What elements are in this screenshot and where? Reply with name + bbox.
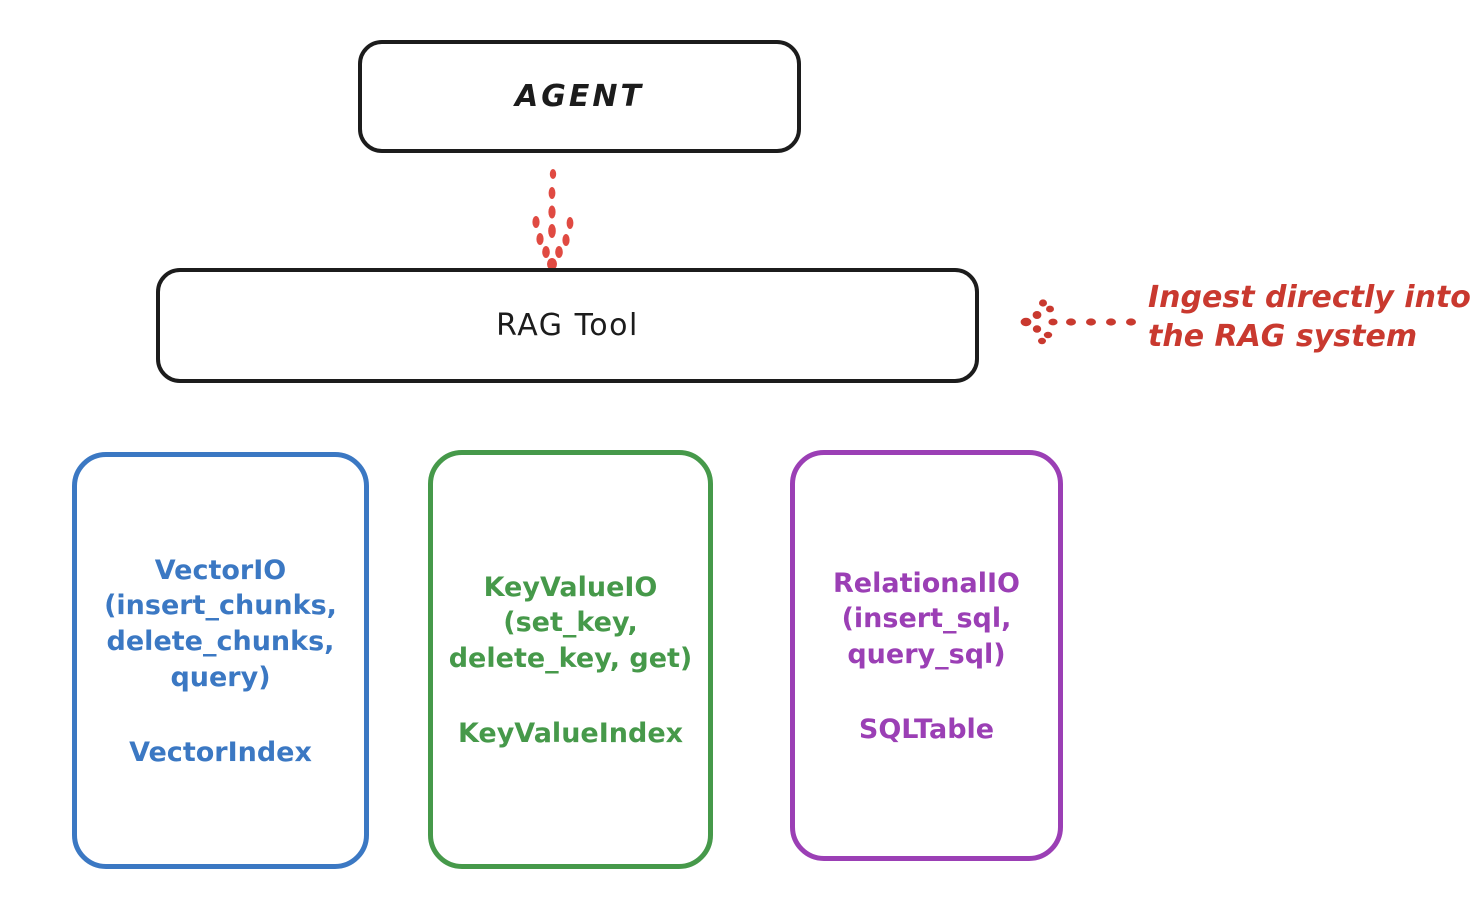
node-key-value-io-label: KeyValueIO (set_key, delete_key, get) bbox=[448, 571, 693, 674]
node-agent[interactable]: AGENT bbox=[358, 40, 801, 153]
arrow-agent-to-rag-tool bbox=[532, 169, 574, 270]
arrow-ingest-to-rag-tool bbox=[1020, 299, 1136, 345]
annotation-ingest: Ingest directly into the RAG system bbox=[1148, 280, 1471, 354]
node-relational-io-label: RelationalIO (insert_sql, query_sql) bbox=[833, 567, 1020, 670]
node-vector-io[interactable]: VectorIO (insert_chunks, delete_chunks, … bbox=[72, 452, 369, 869]
node-agent-label: AGENT bbox=[515, 79, 644, 114]
node-relational-io[interactable]: RelationalIO (insert_sql, query_sql) SQL… bbox=[790, 450, 1063, 861]
node-key-value-io-sublabel: KeyValueIndex bbox=[457, 718, 684, 750]
node-relational-io-sublabel: SQLTable bbox=[858, 714, 995, 746]
node-key-value-io[interactable]: KeyValueIO (set_key, delete_key, get) Ke… bbox=[428, 450, 713, 869]
node-rag-tool[interactable]: RAG Tool bbox=[156, 268, 979, 383]
node-rag-tool-label: RAG Tool bbox=[496, 308, 639, 343]
node-vector-io-sublabel: VectorIndex bbox=[129, 737, 312, 769]
node-vector-io-label: VectorIO (insert_chunks, delete_chunks, … bbox=[104, 554, 337, 693]
